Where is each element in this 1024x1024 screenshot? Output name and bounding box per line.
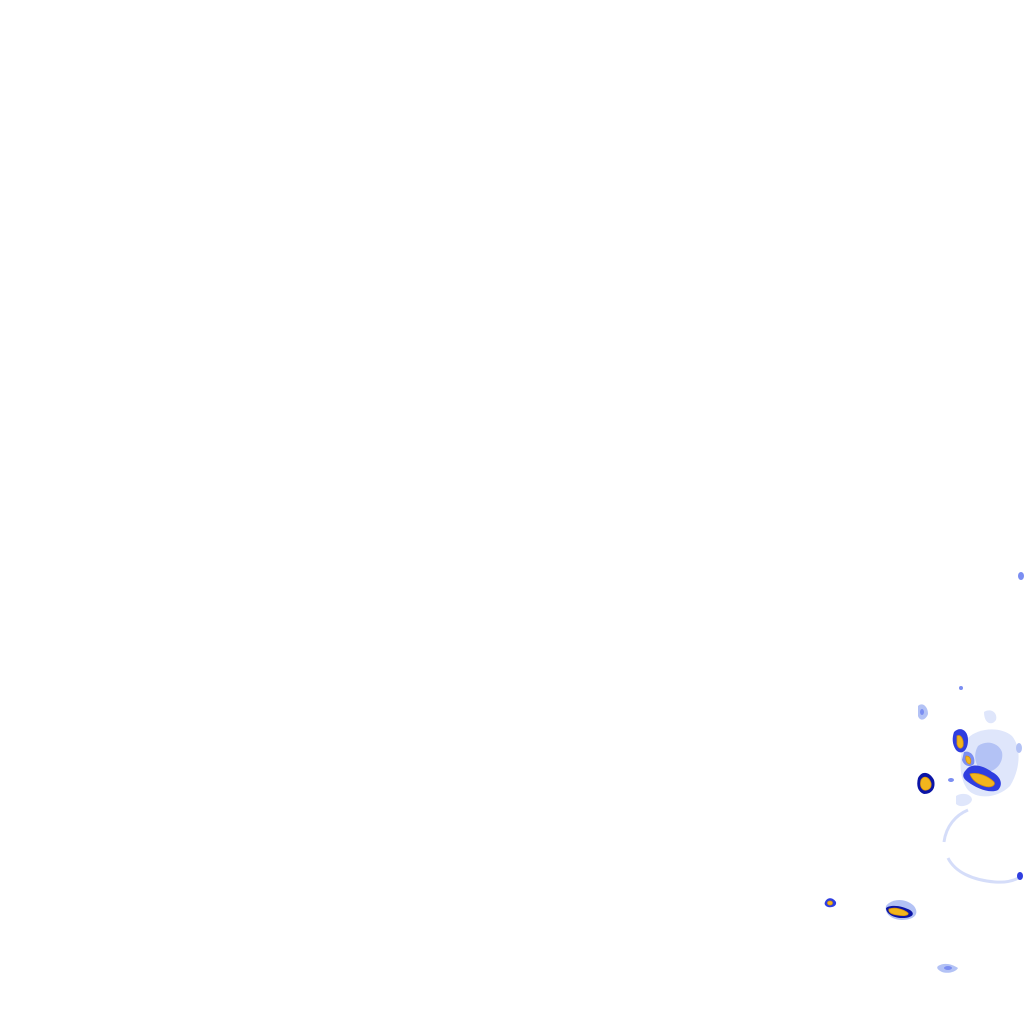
storm-cell-main-core [969,773,995,788]
storm-cell-sw-core [888,907,909,916]
echo-small-6 [1016,743,1022,753]
echo-small-5 [948,778,954,782]
echo-south-2 [944,966,952,970]
echo-field-patch-1 [975,742,1003,772]
echo-small-1 [1018,572,1024,580]
storm-cell-north-core [956,735,964,749]
storm-cell-west [917,772,935,794]
storm-cell-southwest [824,898,917,920]
echo-small-8 [958,799,968,805]
storm-cell-west-core [920,776,932,791]
echo-arc-lower [946,857,1023,884]
light-echo-arc [942,808,1023,884]
storm-cell-mid-core [965,755,972,765]
echo-field-patch-3 [984,710,997,724]
echo-small-4 [920,709,924,715]
echo-small-7 [1017,872,1023,880]
light-echo-south [937,963,958,973]
scattered-echoes [918,572,1024,880]
storm-cell-main [952,729,1001,792]
echo-arc-upper [942,808,969,843]
storm-cell-sw-small-core [827,900,833,906]
echo-small-2 [959,686,963,690]
